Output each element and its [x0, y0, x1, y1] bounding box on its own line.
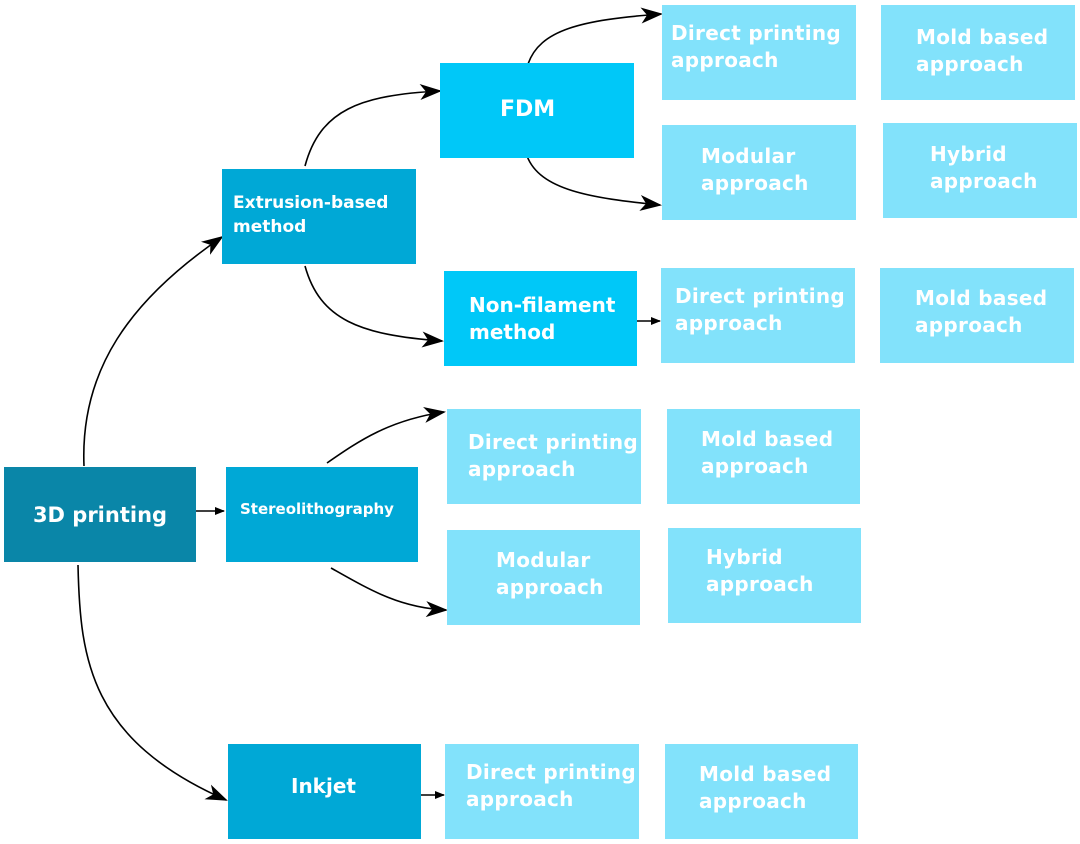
stereo-modular-label: Modular approach [496, 548, 604, 599]
stereo-mold-based-label: Mold based approach [701, 427, 834, 478]
node-stereolithography: Stereolithography [226, 467, 418, 562]
stereo-hybrid-label: Hybrid approach [706, 545, 814, 596]
nonfilament-direct-printing-label: Direct printing approach [675, 284, 846, 335]
arrow-extrusion-to-fdm [304, 84, 442, 167]
fdm-direct-printing-label: Direct printing approach [671, 21, 842, 72]
node-stereolithography-label: Stereolithography [240, 500, 394, 518]
node-extrusion-based-label: Extrusion-based method [233, 193, 389, 237]
stereo-hybrid-approach: Hybrid approach [668, 528, 861, 623]
inkjet-direct-printing-approach: Direct printing approach [445, 744, 639, 839]
node-3d-printing: 3D printing [4, 467, 196, 562]
arrow-root-to-inkjet [77, 564, 228, 801]
stereo-direct-printing-label: Direct printing approach [468, 430, 639, 481]
node-fdm: FDM [440, 63, 634, 158]
arrow-root-to-extrusion [83, 235, 224, 467]
inkjet-direct-printing-label: Direct printing approach [466, 760, 637, 811]
node-3d-printing-label: 3D printing [32, 502, 168, 527]
fdm-mold-based-label: Mold based approach [916, 25, 1049, 76]
arrow-stereo-to-direct [326, 407, 446, 464]
arrow-fdm-to-direct [527, 7, 663, 65]
nonfilament-direct-printing-approach: Direct printing approach [661, 268, 855, 363]
node-extrusion-based: Extrusion-based method [222, 169, 416, 264]
fdm-direct-printing-approach: Direct printing approach [662, 5, 856, 100]
node-non-filament-label: Non-filament method [469, 293, 616, 344]
node-fdm-label: FDM [500, 97, 556, 122]
inkjet-mold-based-label: Mold based approach [699, 762, 832, 813]
stereo-direct-printing-approach: Direct printing approach [447, 409, 641, 504]
fdm-hybrid-approach: Hybrid approach [883, 123, 1077, 218]
fdm-modular-approach: Modular approach [662, 125, 856, 220]
fdm-modular-label: Modular approach [701, 144, 809, 195]
node-non-filament: Non-filament method [444, 271, 637, 366]
arrow-extrusion-to-nonfilament [304, 265, 444, 348]
stereo-mold-based-approach: Mold based approach [667, 409, 860, 504]
node-inkjet-label: Inkjet [291, 774, 356, 798]
nonfilament-mold-based-label: Mold based approach [915, 286, 1048, 337]
inkjet-mold-based-approach: Mold based approach [665, 744, 858, 839]
fdm-hybrid-label: Hybrid approach [930, 142, 1038, 193]
node-inkjet: Inkjet [228, 744, 421, 839]
stereo-modular-approach: Modular approach [447, 530, 640, 625]
arrow-stereo-to-modular [330, 567, 448, 618]
arrow-fdm-to-modular [526, 155, 662, 211]
nonfilament-mold-based-approach: Mold based approach [880, 268, 1074, 363]
fdm-mold-based-approach: Mold based approach [881, 5, 1075, 100]
